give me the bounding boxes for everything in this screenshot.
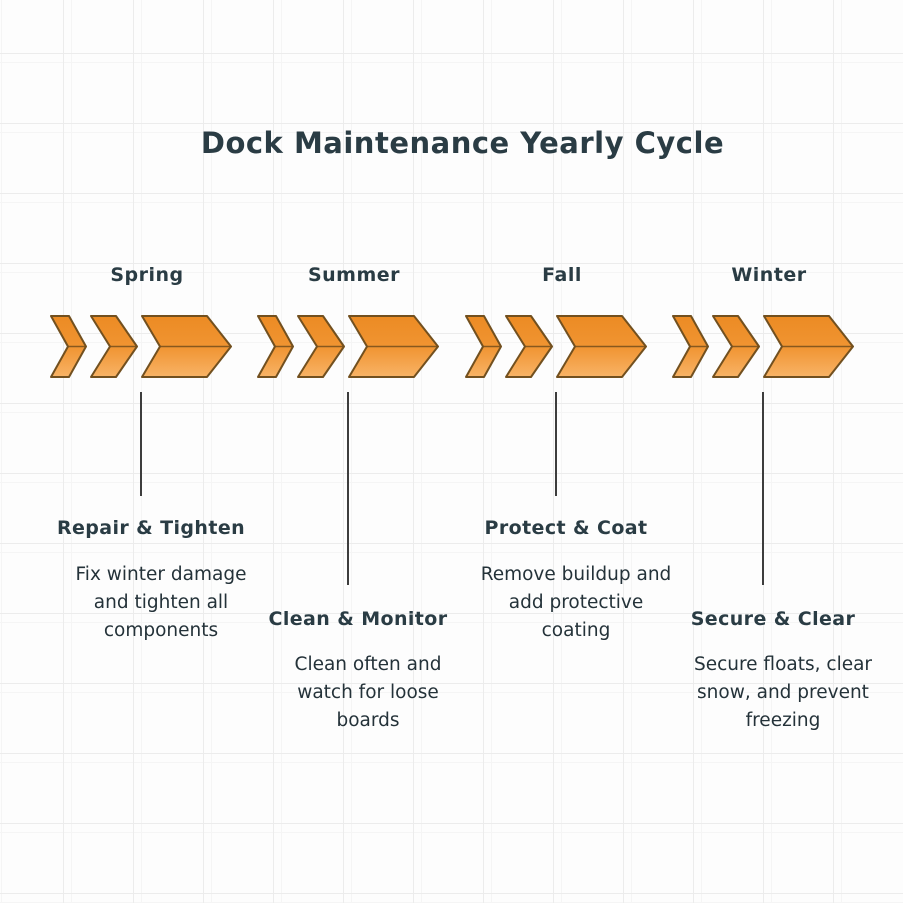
step-description: Clean often and watch for loose boards: [248, 651, 468, 735]
step-heading: Clean & Monitor: [268, 608, 448, 630]
season-column-spring: Spring Repair & Tighten Fix winter damag…: [41, 264, 246, 754]
connector-line: [762, 392, 764, 585]
description-line: coating: [541, 620, 611, 641]
description-line: snow, and prevent: [697, 682, 869, 703]
season-label: Summer: [307, 264, 401, 286]
season-label: Spring: [110, 264, 184, 286]
connector-line: [555, 392, 557, 496]
description-line: and tighten all: [93, 592, 229, 613]
description-line: components: [103, 620, 219, 641]
step-description: Remove buildup and add protective coatin…: [456, 561, 676, 645]
description-line: freezing: [745, 710, 821, 731]
season-column-winter: Winter Secure & Clear Secure floats, cle…: [663, 264, 872, 754]
chevron-arrows-icon: [257, 315, 439, 378]
step-heading: Protect & Coat: [484, 517, 648, 539]
connector-line: [347, 392, 349, 585]
chevron-arrows-icon: [672, 315, 854, 378]
chevron-arrows-icon: [50, 315, 232, 378]
description-line: Secure floats, clear: [693, 654, 873, 675]
step-description: Secure floats, clear snow, and prevent f…: [663, 651, 883, 735]
season-column-fall: Fall Protect & Coat Remove buildup and a…: [456, 264, 671, 754]
description-line: boards: [336, 710, 400, 731]
connector-line: [140, 392, 142, 496]
description-line: Fix winter damage: [75, 564, 247, 585]
description-line: watch for loose: [297, 682, 439, 703]
description-line: Remove buildup and: [480, 564, 672, 585]
description-line: Clean often and: [294, 654, 442, 675]
season-label: Winter: [731, 264, 807, 286]
description-line: add protective: [508, 592, 644, 613]
season-column-summer: Summer Clean & Monitor Clean often and w…: [248, 264, 448, 754]
step-heading: Repair & Tighten: [56, 517, 246, 539]
step-heading: Secure & Clear: [690, 608, 856, 630]
diagram-title: Dock Maintenance Yearly Cycle: [200, 126, 725, 160]
step-description: Fix winter damage and tighten all compon…: [41, 561, 261, 645]
season-label: Fall: [542, 264, 582, 286]
chevron-arrows-icon: [465, 315, 647, 378]
